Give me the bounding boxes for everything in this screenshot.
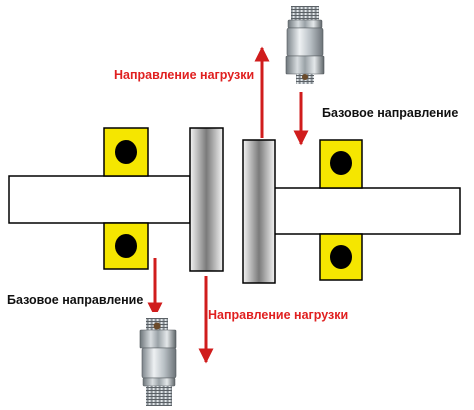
load-direction-bottom-label: Направление нагрузки	[208, 308, 349, 322]
right-shaft	[273, 187, 461, 235]
base-direction-bottom-label: Базовое направление	[7, 293, 144, 307]
load-direction-top-label: Направление нагрузки	[114, 68, 255, 82]
left-shaft	[8, 175, 191, 224]
right-top-mount-block	[319, 139, 363, 189]
right-bottom-mount-block	[319, 233, 363, 281]
left-coupling-disk	[189, 127, 224, 272]
base-direction-top-label: Базовое направление	[322, 106, 459, 120]
left-top-mount-block	[103, 127, 149, 177]
bottom-accelerometer-sensor-icon	[130, 312, 186, 410]
top-accelerometer-sensor-icon	[275, 0, 325, 90]
left-bottom-mount-block	[103, 222, 149, 270]
right-coupling-disk	[242, 139, 276, 284]
